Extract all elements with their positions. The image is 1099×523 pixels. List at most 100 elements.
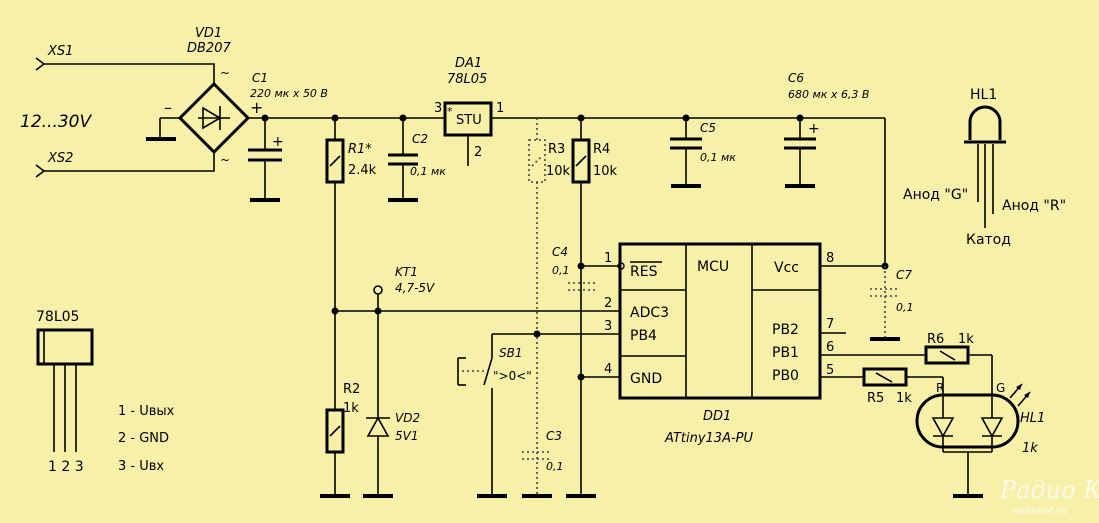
input-connectors: XS1 XS2 12...30V bbox=[20, 44, 215, 178]
vd2-zener: VD2 5V1 bbox=[363, 311, 420, 498]
c2-capacitor: C2 0,1 мк bbox=[388, 114, 446, 202]
cathode-label: Катод bbox=[966, 232, 1011, 248]
anode-g-label: Анод "G" bbox=[903, 187, 968, 203]
pin-num-7: 7 bbox=[826, 317, 834, 332]
c7-capacitor: C7 0,1 bbox=[870, 268, 914, 341]
kt1-value: 4,7-5V bbox=[395, 281, 435, 295]
r5-value: 1k bbox=[896, 391, 912, 406]
c5-value: 0,1 мк bbox=[700, 151, 736, 164]
supply-label: 12...30V bbox=[20, 112, 92, 132]
pin-name-res: RES bbox=[630, 264, 658, 280]
mcu-part: ATtiny13A-PU bbox=[664, 431, 753, 446]
r5-resistor: R5 1k bbox=[820, 367, 944, 406]
pin-num-4: 4 bbox=[604, 362, 612, 377]
r3-ref: R3 bbox=[548, 142, 565, 157]
sb1-button: SB1 ">0<" bbox=[457, 334, 532, 498]
vd1-ac1: ~ bbox=[220, 66, 230, 80]
sb1-ref: SB1 bbox=[499, 346, 522, 360]
hl1-g-label: G bbox=[996, 381, 1005, 395]
c4-value: 0,1 bbox=[552, 264, 570, 277]
pin-num-5: 5 bbox=[826, 363, 834, 378]
c2-ref: C2 bbox=[412, 132, 428, 146]
kt1-ref: KT1 bbox=[395, 265, 418, 279]
pin-num-8: 8 bbox=[826, 251, 834, 266]
pinout-part: 78L05 bbox=[36, 309, 79, 325]
c4-capacitor: C4 0,1 bbox=[552, 245, 595, 291]
pin-name-pb2: PB2 bbox=[772, 322, 799, 338]
sb1-value: ">0<" bbox=[493, 369, 532, 383]
vd1-bridge: VD1 DB207 – + ~ ~ bbox=[146, 26, 412, 167]
xs1-label: XS1 bbox=[47, 44, 73, 59]
pinout-legend-2: 2 - GND bbox=[118, 431, 169, 446]
da1-regulator: STU * 3 1 2 DA1 78L05 bbox=[412, 56, 885, 166]
c1-ref: C1 bbox=[252, 71, 268, 85]
kt1-testpoint: KT1 4,7-5V bbox=[373, 265, 435, 311]
r3-resistor: R3 10k bbox=[528, 118, 571, 496]
vd1-minus: – bbox=[164, 98, 172, 117]
hl1-led-ref: HL1 bbox=[970, 87, 997, 103]
da1-pin-in: 3 bbox=[434, 101, 442, 116]
pin-num-3: 3 bbox=[604, 319, 612, 334]
c1-plus: + bbox=[272, 134, 284, 150]
pin-name-pb1: PB1 bbox=[772, 345, 799, 361]
c2-value: 0,1 мк bbox=[410, 165, 446, 178]
watermark-main: Радио КОТ bbox=[999, 476, 1099, 504]
c3-ref: C3 bbox=[546, 429, 562, 443]
vd2-value: 5V1 bbox=[395, 429, 418, 443]
r5-ref: R5 bbox=[867, 391, 884, 406]
da1-ref: DA1 bbox=[455, 56, 482, 71]
pin-name-pb4: PB4 bbox=[630, 328, 657, 344]
pinout-legend-3: 3 - Uвх bbox=[118, 459, 164, 474]
c5-capacitor: C5 0,1 мк bbox=[670, 114, 736, 188]
c6-value: 680 мк x 6,3 В bbox=[788, 88, 869, 101]
r4-value: 10k bbox=[593, 164, 618, 179]
mcu-core: MCU bbox=[697, 259, 729, 275]
da1-pin-gnd: 2 bbox=[474, 145, 482, 160]
mcu-ref: DD1 bbox=[703, 409, 731, 424]
vd1-ref: VD1 bbox=[195, 26, 222, 41]
r1-resistor: R1* 2.4k bbox=[325, 114, 377, 410]
c3-value: 0,1 bbox=[546, 460, 564, 473]
vd1-part: DB207 bbox=[187, 41, 231, 56]
mcu-dd1: MCU DD1 ATtiny13A-PU RES ADC3 PB4 GND 1 … bbox=[604, 242, 846, 446]
r6-value: 1k bbox=[958, 332, 974, 347]
pin-name-vcc: Vcc bbox=[774, 260, 799, 276]
r1-value: 2.4k bbox=[348, 163, 377, 178]
r3-value: 10k bbox=[546, 164, 571, 179]
hl1-r-label: R bbox=[936, 381, 944, 395]
r1-ref: R1* bbox=[348, 142, 372, 157]
anode-r-label: Анод "R" bbox=[1002, 198, 1066, 214]
regulator-pinout: 78L05 1 2 3 1 - Uвых 2 - GND 3 - Uвх bbox=[36, 309, 175, 475]
vd1-plus: + bbox=[250, 98, 263, 117]
c5-ref: C5 bbox=[700, 121, 716, 135]
watermark-site: radiokot.ru bbox=[1012, 506, 1067, 517]
watermark-logo: Радио КОТ radiokot.ru bbox=[999, 476, 1099, 517]
r4-resistor: R4 10k bbox=[571, 114, 625, 270]
c1-capacitor: C1 220 мк x 50 В + bbox=[248, 71, 328, 202]
hl1-bi-ref: HL1 bbox=[1020, 411, 1045, 426]
xs2-label: XS2 bbox=[47, 151, 73, 166]
da1-label: STU bbox=[456, 113, 482, 128]
hl1-bi-value: 1k bbox=[1022, 441, 1038, 456]
r4-ref: R4 bbox=[593, 142, 610, 157]
da1-part: 78L05 bbox=[447, 72, 487, 87]
r2-value: 1k bbox=[343, 401, 359, 416]
r2-ref: R2 bbox=[343, 382, 360, 397]
c3-capacitor: C3 0,1 bbox=[522, 429, 564, 473]
c6-ref: C6 bbox=[788, 71, 804, 85]
hl1-bicolor-led: R G HL1 1k bbox=[915, 381, 1045, 498]
pinout-legend-1: 1 - Uвых bbox=[118, 404, 175, 419]
pin-name-adc3: ADC3 bbox=[630, 305, 669, 321]
r2-resistor: R2 1k bbox=[320, 382, 360, 498]
c1-value: 220 мк x 50 В bbox=[250, 87, 328, 100]
pinout-pins: 1 2 3 bbox=[48, 459, 84, 475]
c7-ref: C7 bbox=[896, 268, 912, 282]
r6-resistor: R6 1k bbox=[820, 332, 993, 395]
da1-pin-out: 1 bbox=[496, 101, 504, 116]
c6-capacitor: C6 680 мк x 6,3 В + bbox=[784, 71, 869, 188]
pin-num-6: 6 bbox=[826, 340, 834, 355]
pin-num-1: 1 bbox=[604, 251, 612, 266]
r6-ref: R6 bbox=[927, 332, 944, 347]
c4-ref: C4 bbox=[552, 245, 568, 259]
